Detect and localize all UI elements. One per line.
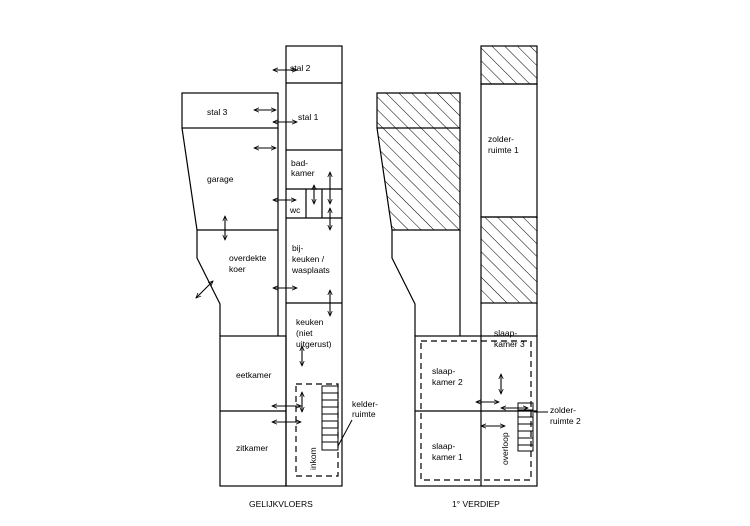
room-label-zolder2-2: ruimte 2 [550, 416, 581, 426]
hatch-left [376, 92, 461, 231]
room-label-slaap3-2: kamer 3 [494, 339, 525, 349]
room-label-koer-1: overdekte [229, 253, 267, 263]
ground-floor-plan: stal 2 stal 1 stal 3 bad- kamer garage w… [181, 45, 378, 509]
caption-ground-floor: GELIJKVLOERS [249, 499, 313, 509]
room-label-bijkeuken-1: bij- [292, 243, 304, 253]
stal3-wall [181, 92, 279, 129]
room-label-inkom: inkom [308, 447, 318, 470]
room-label-stal1: stal 1 [298, 112, 319, 122]
room-label-koer-2: koer [229, 264, 246, 274]
zolder-stairs [517, 402, 534, 452]
room-label-zolder2-1: zolder- [550, 405, 576, 415]
room-label-keuken-3: uitgerust) [296, 339, 332, 349]
room-label-badkamer-2: kamer [291, 168, 315, 178]
room-label-kelder-1: kelder- [352, 399, 378, 409]
room-label-garage: garage [207, 174, 234, 184]
room-label-badkamer-1: bad- [291, 158, 308, 168]
room-label-slaap1-2: kamer 1 [432, 452, 463, 462]
room-label-zolder1-2: ruimte 1 [488, 145, 519, 155]
caption-first-floor: 1° VERDIEP [452, 499, 500, 509]
hatch-top [480, 45, 538, 85]
room-label-zolder1-1: zolder- [488, 134, 514, 144]
kelder-stairs [321, 385, 339, 451]
first-arrows [476, 374, 528, 426]
room-label-overloop: overloop [500, 432, 510, 465]
room-label-keuken-2: (niet [296, 328, 313, 338]
first-floor-dashed [420, 340, 532, 481]
first-floor-plan: zolder- ruimte 1 slaap- kamer 3 slaap- k… [376, 45, 581, 509]
room-label-wc: wc [289, 205, 301, 215]
room-label-bijkeuken-3: wasplaats [291, 265, 330, 275]
room-label-zitkamer: zitkamer [236, 443, 268, 453]
room-label-keuken-1: keuken [296, 317, 324, 327]
room-label-kelder-2: ruimte [352, 409, 376, 419]
room-label-bijkeuken-2: keuken / [292, 254, 325, 264]
inkom-outline [295, 383, 339, 477]
room-label-stal2: stal 2 [290, 63, 311, 73]
ground-arrows [196, 70, 330, 422]
room-label-eetkamer: eetkamer [236, 370, 272, 380]
hatch-mid [480, 216, 538, 304]
main-strip-wall [285, 45, 343, 487]
room-label-stal3: stal 3 [207, 107, 228, 117]
room-label-slaap2-2: kamer 2 [432, 377, 463, 387]
room-label-slaap1-1: slaap- [432, 441, 455, 451]
room-label-slaap3-1: slaap- [494, 328, 517, 338]
room-label-slaap2-1: slaap- [432, 366, 455, 376]
